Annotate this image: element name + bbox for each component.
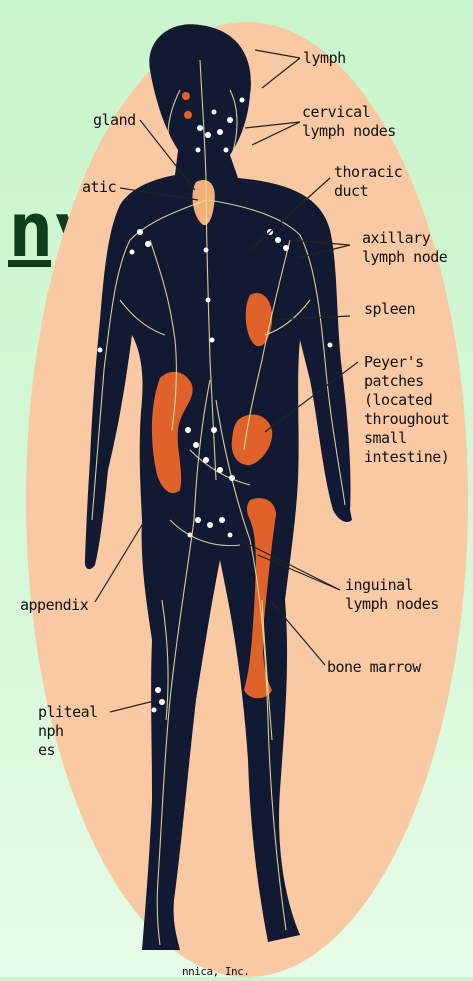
- label-popliteal-lymph-nodes: pliteal nph es: [38, 703, 98, 760]
- label-appendix: appendix: [20, 596, 88, 615]
- label-bone-marrow: bone marrow: [327, 658, 421, 677]
- human-body-silhouette: [85, 24, 352, 950]
- label-inguinal-lymph-nodes: inguinal lymph nodes: [345, 576, 439, 614]
- label-cervical-lymph-nodes: cervical lymph nodes: [302, 103, 396, 141]
- label-thoracic-duct: thoracic duct: [334, 163, 402, 201]
- label-gland: gland: [93, 111, 136, 130]
- label-lymphatic: atic: [82, 178, 116, 197]
- label-axillary-lymph-node: axillary lymph node: [362, 229, 447, 267]
- figure-credit: nnica, Inc.: [182, 962, 249, 981]
- label-peyers-patches: Peyer's patches (located throughout smal…: [364, 353, 449, 467]
- label-lymph: lymph: [303, 49, 346, 68]
- tonsil-shape-2: [184, 111, 192, 119]
- label-spleen: spleen: [364, 300, 415, 319]
- tonsil-shape: [182, 92, 190, 100]
